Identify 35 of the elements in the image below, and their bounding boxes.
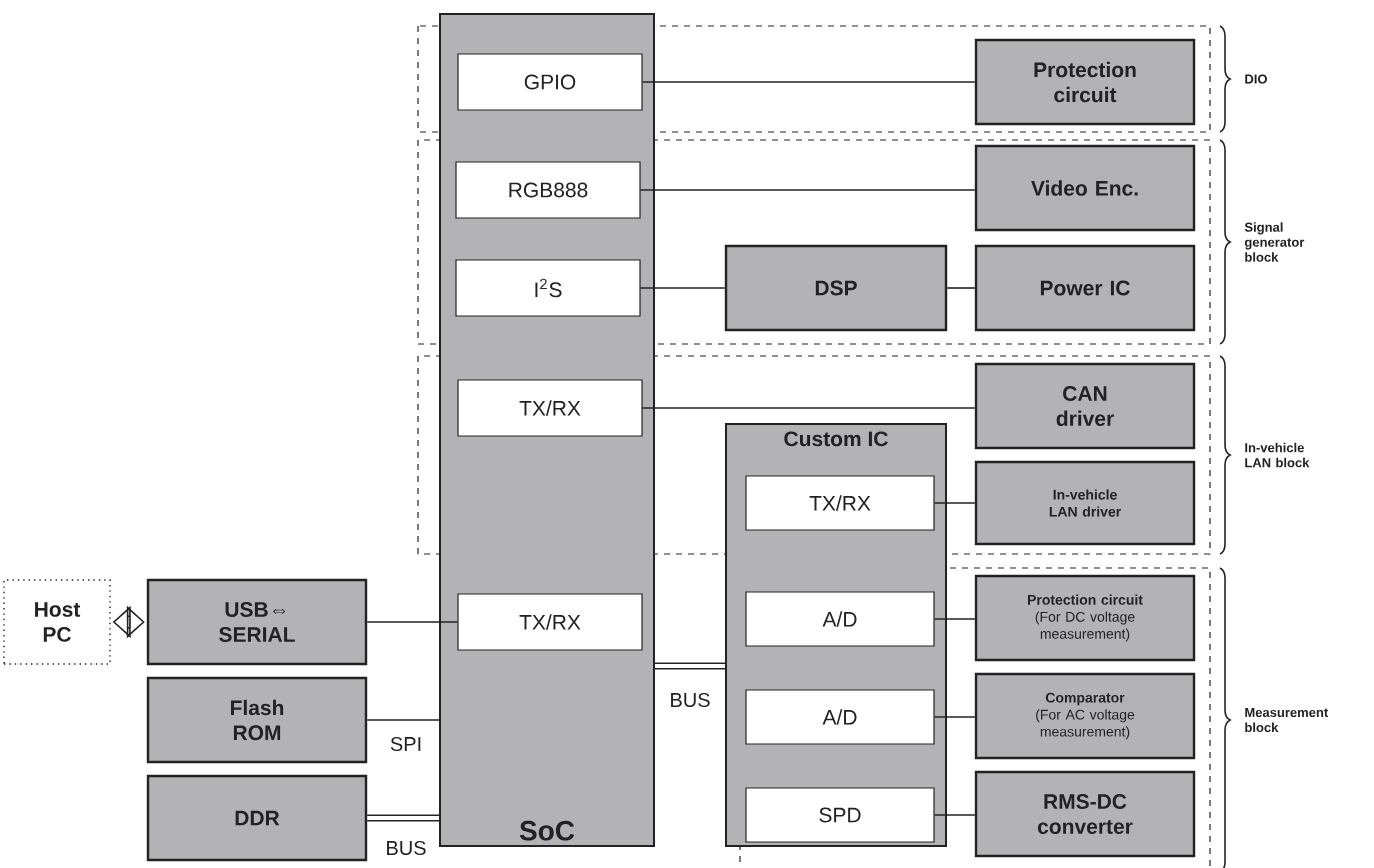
connector [933, 716, 976, 718]
interface-box: A/D [745, 689, 935, 745]
interface-box: TX/RX [457, 379, 643, 437]
interface-box: RGB888 [455, 161, 641, 219]
connector [946, 287, 976, 289]
interface-box: TX/RX [745, 475, 935, 531]
component-box: Protection circuit [974, 38, 1196, 126]
component-box: Video Enc. [974, 144, 1196, 232]
edge-label: SPI [387, 734, 425, 754]
connector [639, 287, 726, 289]
connector [933, 814, 976, 816]
connector [641, 81, 976, 83]
connector [367, 814, 439, 822]
component-box: Flash ROM [146, 676, 368, 764]
interface-box: SPD [745, 787, 935, 843]
edge-label: BUS [667, 690, 713, 710]
component-box: DDR [146, 774, 368, 862]
connector [641, 407, 976, 409]
connector [933, 502, 976, 504]
interface-box: GPIO [457, 53, 643, 111]
interface-box: TX/RX [457, 593, 643, 651]
interface-box: I$^{2}$S [455, 259, 641, 317]
connector [933, 618, 976, 620]
host-box: Host PC [3, 579, 111, 665]
component-box: CAN driver [974, 362, 1196, 450]
interface-box: A/D [745, 591, 935, 647]
connector [366, 719, 440, 721]
component-box: RMS-DC converter [974, 770, 1196, 858]
component-box: Power IC [974, 244, 1196, 332]
connector [639, 189, 976, 191]
component-box: USB⇔ SERIAL [146, 578, 368, 666]
connector [366, 621, 459, 623]
edge-label: BUS [383, 838, 429, 858]
connector [655, 662, 725, 670]
component-box: DSP [724, 244, 948, 332]
